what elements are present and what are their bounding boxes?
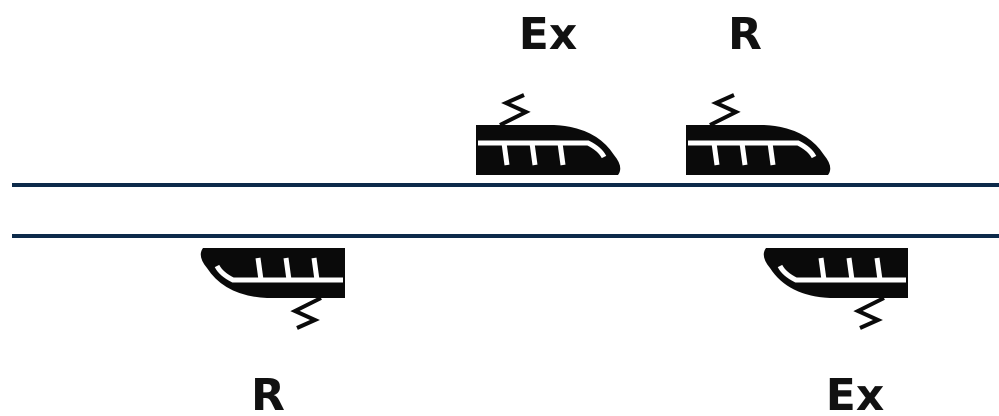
train-icon: [764, 248, 908, 328]
train-icon: [686, 95, 830, 175]
train-upper-left-label: Ex: [519, 9, 577, 60]
train-icon: [476, 95, 620, 175]
train-upper-right: R: [686, 9, 830, 175]
train-lower-left-label: R: [251, 370, 285, 416]
train-lower-left: R: [201, 248, 345, 416]
train-upper-right-label: R: [728, 9, 762, 60]
train-lower-right: Ex: [764, 248, 908, 416]
train-lower-right-label: Ex: [826, 370, 884, 416]
train-icon: [201, 248, 345, 328]
train-upper-left: Ex: [476, 9, 620, 175]
